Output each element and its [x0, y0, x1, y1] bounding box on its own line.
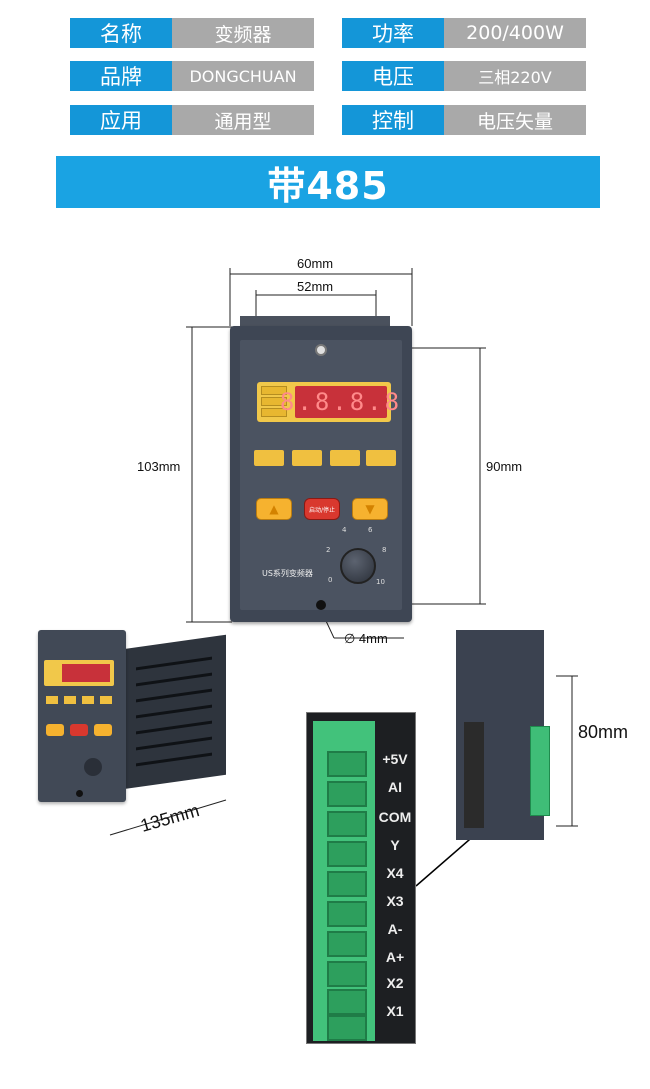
pin-label-5v: +5V — [382, 751, 408, 767]
spec-value: 变频器 — [172, 18, 314, 48]
led-icon — [261, 386, 287, 395]
spec-key: 功率 — [342, 18, 444, 48]
up-arrow-key: ▲ — [256, 498, 292, 520]
spec-key: 控制 — [342, 105, 444, 135]
spec-value: 电压矢量 — [444, 105, 586, 135]
pin-label-y: Y — [390, 837, 400, 853]
speed-knob-icon — [340, 548, 376, 584]
side-display-icon — [44, 660, 114, 686]
spec-value: 200/400W — [444, 18, 586, 48]
spec-value: 三相220V — [444, 61, 586, 91]
rs485-banner: 带485 — [56, 156, 600, 208]
vfd-back-view — [444, 630, 556, 840]
display-panel: 8.8.8.8 — [257, 382, 403, 422]
led-icon — [261, 397, 287, 406]
mounting-hole-icon — [316, 600, 326, 610]
pin-label-x4: X4 — [386, 865, 404, 881]
vent-slot — [136, 752, 212, 767]
spec-value: 通用型 — [172, 105, 314, 135]
hole-diameter-label: ∅ 4mm — [344, 631, 388, 646]
down-arrow-key: ▼ — [352, 498, 388, 520]
pin-label-a-plus: A+ — [385, 949, 405, 965]
width-outer-label: 60mm — [297, 256, 334, 271]
function-key-3 — [330, 450, 360, 466]
pin-label-ai: AI — [388, 779, 402, 795]
model-label: US系列变频器 — [262, 569, 313, 578]
spec-key: 应用 — [70, 105, 172, 135]
side-knob-icon — [84, 758, 102, 776]
pin-label-x2: X2 — [386, 975, 404, 991]
height-inner-label: 90mm — [486, 459, 523, 474]
back-height-label: 80mm — [578, 722, 629, 742]
vfd-side-view — [38, 630, 228, 802]
spec-row-power: 功率 200/400W — [342, 18, 586, 48]
vent-slot — [136, 704, 212, 719]
vfd-front-view: 8.8.8.8 ▲ 启动/停止 ▼ 0 2 4 6 8 10 US系列变频器 — [230, 326, 412, 622]
green-terminal-connector — [313, 721, 375, 1041]
spec-row-control: 控制 电压矢量 — [342, 105, 586, 135]
run-stop-key: 启动/停止 — [304, 498, 340, 520]
spec-row-application: 应用 通用型 — [70, 105, 314, 135]
height-outer-label: 103mm — [137, 459, 181, 474]
knob-scale-2: 2 — [326, 546, 331, 554]
knob-scale-8: 8 — [382, 546, 387, 554]
pin-label-x3: X3 — [386, 893, 404, 909]
pin-label-a-minus: A- — [387, 921, 403, 937]
power-terminal-block — [464, 722, 484, 828]
knob-scale-10: 10 — [376, 578, 385, 586]
knob-scale-0: 0 — [328, 576, 333, 584]
pin-label-com: COM — [378, 809, 412, 825]
terminal-closeup: +5V AI COM Y X4 X3 A- A+ X2 X1 — [306, 712, 416, 1044]
spec-row-voltage: 电压 三相220V — [342, 61, 586, 91]
side-housing — [122, 634, 226, 790]
control-terminal-block — [530, 726, 550, 816]
width-inner-label: 52mm — [297, 279, 334, 294]
status-leds — [261, 386, 287, 418]
function-key-1 — [254, 450, 284, 466]
seven-segment-display: 8.8.8.8 — [279, 386, 403, 418]
vent-slot — [136, 672, 212, 687]
knob-scale-4: 4 — [342, 526, 347, 534]
spec-row-name: 名称 变频器 — [70, 18, 314, 48]
pin-label-x1: X1 — [386, 1003, 404, 1019]
function-key-2 — [292, 450, 322, 466]
knob-scale-6: 6 — [368, 526, 373, 534]
front-panel: 8.8.8.8 ▲ 启动/停止 ▼ 0 2 4 6 8 10 US系列变频器 — [240, 340, 402, 610]
vent-slot — [136, 688, 212, 703]
spec-value: DONGCHUAN — [172, 61, 314, 91]
spec-row-brand: 品牌 DONGCHUAN — [70, 61, 314, 91]
top-screw-icon — [315, 344, 327, 356]
vent-slot — [136, 720, 212, 735]
vent-slot — [136, 656, 212, 671]
vent-slot — [136, 736, 212, 751]
spec-key: 品牌 — [70, 61, 172, 91]
spec-key: 电压 — [342, 61, 444, 91]
spec-key: 名称 — [70, 18, 172, 48]
function-key-4 — [366, 450, 396, 466]
side-front-panel — [38, 630, 126, 802]
led-icon — [261, 408, 287, 417]
